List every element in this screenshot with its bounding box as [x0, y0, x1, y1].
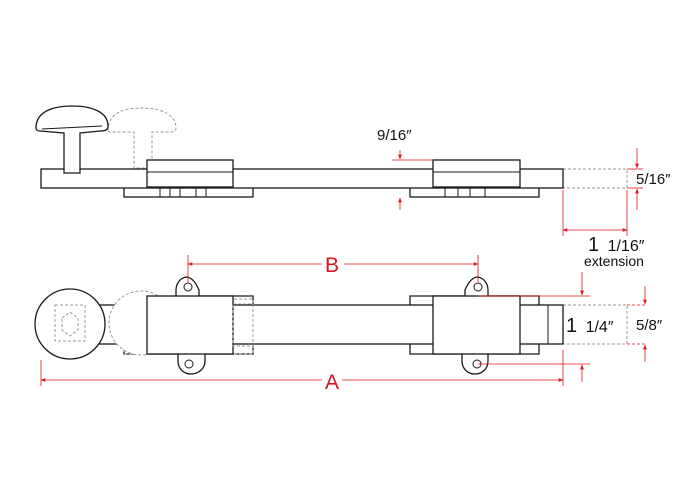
rod-height-label: 5/16″ — [636, 171, 671, 188]
extension-fraction: 1/16″ — [608, 238, 645, 255]
thickness-dimension — [392, 150, 433, 210]
mounting-spacing-label: B — [325, 254, 339, 277]
top-view: B A 1 1/4″ 5/8″ — [34, 254, 663, 394]
side-guide-left — [146, 159, 234, 188]
overall-length-dimension — [40, 350, 564, 386]
guide-width-value: 1 — [566, 315, 577, 337]
guide-width-label: 1 1/4″ — [566, 315, 614, 337]
side-ghost-knob — [107, 107, 177, 169]
side-ghost-extension — [562, 168, 628, 189]
rod-width-dimension — [627, 286, 647, 362]
top-knob-icon — [34, 288, 106, 360]
top-guide-left — [146, 295, 254, 355]
rod-height-dimension — [627, 148, 643, 210]
extension-label: 1 1/16″ — [588, 234, 645, 256]
side-view: 9/16″ 5/16″ 1 1/16″ extension — [35, 105, 671, 269]
mounting-spacing-dimension — [187, 255, 479, 282]
guide-width-fraction: 1/4″ — [586, 319, 614, 336]
top-guide-right — [432, 295, 521, 355]
rod-width-label: 5/8″ — [636, 317, 663, 334]
side-knob-icon — [35, 105, 109, 174]
extension-word: extension — [584, 253, 644, 269]
guide-width-dimension — [478, 272, 590, 382]
extension-value: 1 — [588, 234, 599, 256]
side-guide-right — [432, 159, 521, 188]
extension-dimension — [562, 190, 628, 236]
thickness-label: 9/16″ — [377, 127, 412, 144]
overall-length-label: A — [325, 371, 339, 394]
